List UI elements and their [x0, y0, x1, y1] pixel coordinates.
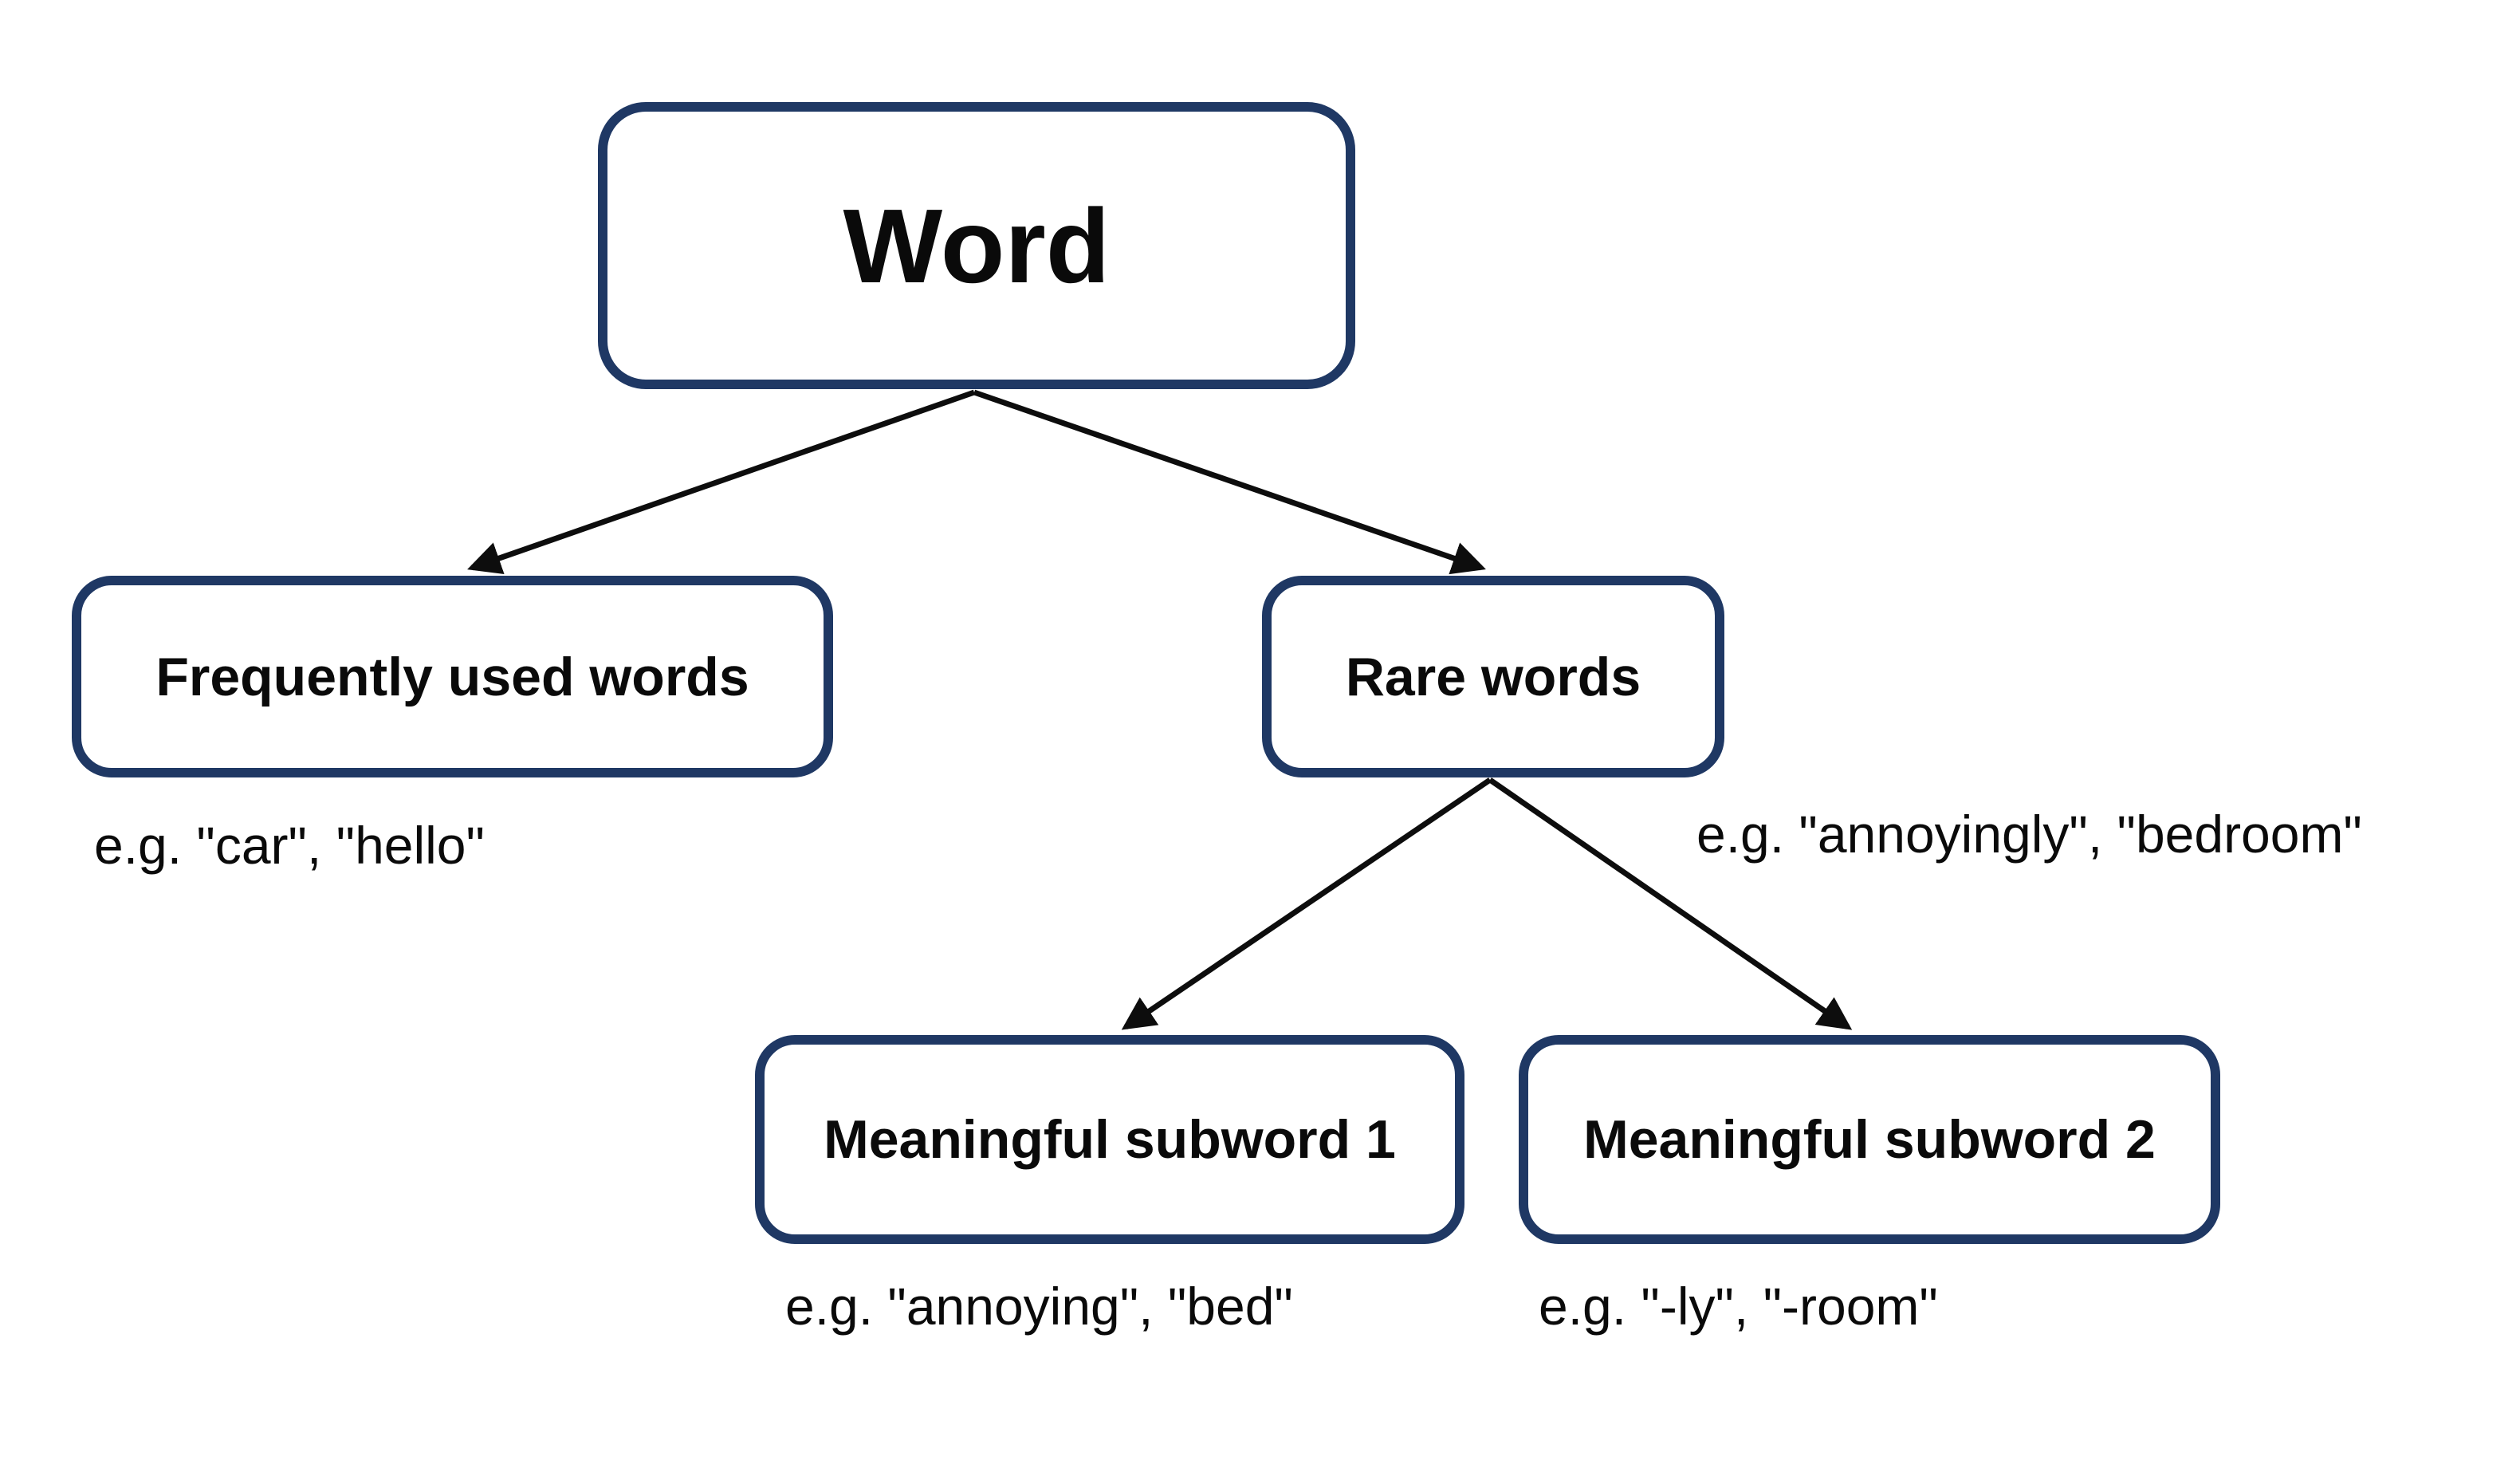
node-meaningful-subword-2: Meaningful subword 2 [1519, 1035, 2220, 1244]
node-word-label: Word [843, 187, 1111, 305]
example-rare-words: e.g. "annoyingly", "bedroom" [1696, 805, 2362, 864]
example-frequently-used-words: e.g. "car", "hello" [94, 816, 485, 875]
edge-word-to-frequent [467, 389, 976, 575]
edge-rare-to-sub1 [1121, 777, 1492, 1030]
node-rare-words-label: Rare words [1345, 646, 1641, 707]
node-meaningful-subword-2-label: Meaningful subword 2 [1583, 1109, 2156, 1170]
edge-word-to-rare [973, 389, 1486, 575]
node-meaningful-subword-1-label: Meaningful subword 1 [824, 1109, 1396, 1170]
node-meaningful-subword-1: Meaningful subword 1 [755, 1035, 1464, 1244]
example-meaningful-subword-1: e.g. "annoying", "bed" [785, 1277, 1293, 1336]
node-frequently-used-words: Frequently used words [72, 576, 833, 777]
example-meaningful-subword-2: e.g. "-ly", "-room" [1539, 1277, 1938, 1336]
node-frequently-used-words-label: Frequently used words [155, 646, 749, 707]
node-word: Word [598, 102, 1355, 389]
node-rare-words: Rare words [1262, 576, 1724, 777]
